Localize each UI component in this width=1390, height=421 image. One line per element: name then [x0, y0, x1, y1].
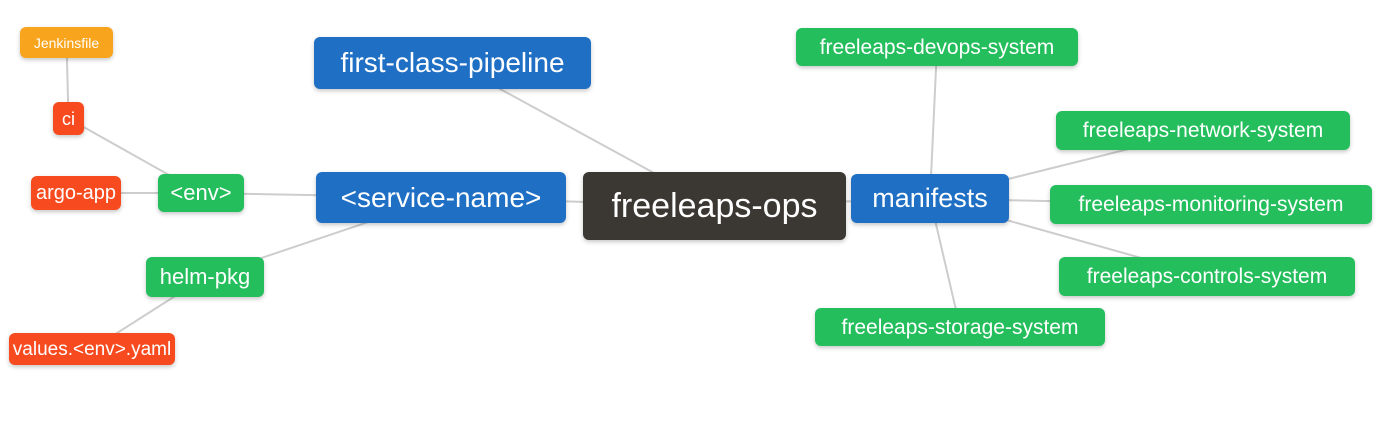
node-values-env-yaml[interactable]: values.<env>.yaml — [9, 333, 175, 365]
node-manifests[interactable]: manifests — [851, 174, 1009, 223]
node-env[interactable]: <env> — [158, 174, 244, 212]
node-helm-pkg[interactable]: helm-pkg — [146, 257, 264, 297]
node-ci[interactable]: ci — [53, 102, 84, 135]
node-argo-app[interactable]: argo-app — [31, 176, 121, 210]
node-freeleaps-devops-system[interactable]: freeleaps-devops-system — [796, 28, 1078, 66]
edge-manifests--freeleaps-devops-system — [929, 46, 938, 199]
node-first-class-pipeline[interactable]: first-class-pipeline — [314, 37, 591, 89]
node-freeleaps-ops[interactable]: freeleaps-ops — [583, 172, 846, 240]
node-freeleaps-network-system[interactable]: freeleaps-network-system — [1056, 111, 1350, 150]
node-freeleaps-monitoring-system[interactable]: freeleaps-monitoring-system — [1050, 185, 1372, 224]
node-service-name[interactable]: <service-name> — [316, 172, 566, 223]
node-freeleaps-controls-system[interactable]: freeleaps-controls-system — [1059, 257, 1355, 296]
node-freeleaps-storage-system[interactable]: freeleaps-storage-system — [815, 308, 1105, 346]
node-jenkinsfile[interactable]: Jenkinsfile — [20, 27, 113, 58]
